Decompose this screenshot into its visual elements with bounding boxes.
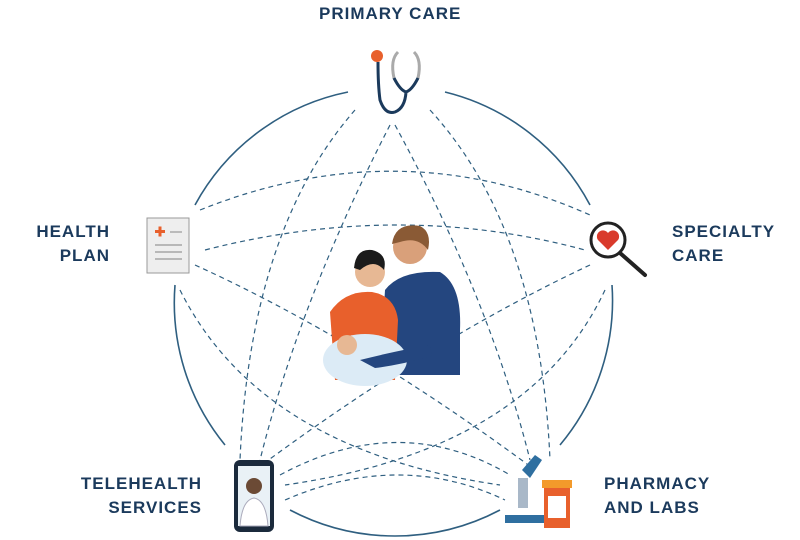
label-line: HEALTH: [36, 222, 110, 241]
label-telehealth: TELEHEALTH SERVICES: [76, 472, 202, 520]
label-primary-care: PRIMARY CARE: [319, 4, 462, 23]
label-line: SERVICES: [108, 498, 202, 517]
label-health-plan: HEALTH PLAN: [20, 220, 110, 268]
ring-arc: [289, 509, 501, 537]
label-line: AND LABS: [604, 498, 700, 517]
ring-arc: [194, 91, 349, 206]
health-plan-document-icon: [146, 217, 190, 274]
label-pharmacy-labs: PHARMACY AND LABS: [604, 472, 710, 520]
label-line: PHARMACY: [604, 474, 711, 493]
outer-ring: [173, 91, 614, 537]
label-line: SPECIALTY: [672, 222, 776, 241]
label-line: CARE: [672, 246, 725, 265]
ring-arc: [444, 91, 591, 206]
telehealth-phone-icon: [234, 460, 274, 532]
label-line: TELEHEALTH: [80, 474, 202, 493]
magnifier-heart-icon: [589, 221, 647, 277]
family-newborn-illustration: [323, 225, 461, 386]
stethoscope-icon: [371, 50, 421, 114]
ring-arc: [173, 284, 226, 446]
label-specialty-care: SPECIALTY CARE: [672, 220, 775, 268]
pharmacy-labs-icon: [505, 455, 572, 528]
ring-arc: [559, 284, 614, 446]
label-line: PLAN: [59, 246, 110, 265]
